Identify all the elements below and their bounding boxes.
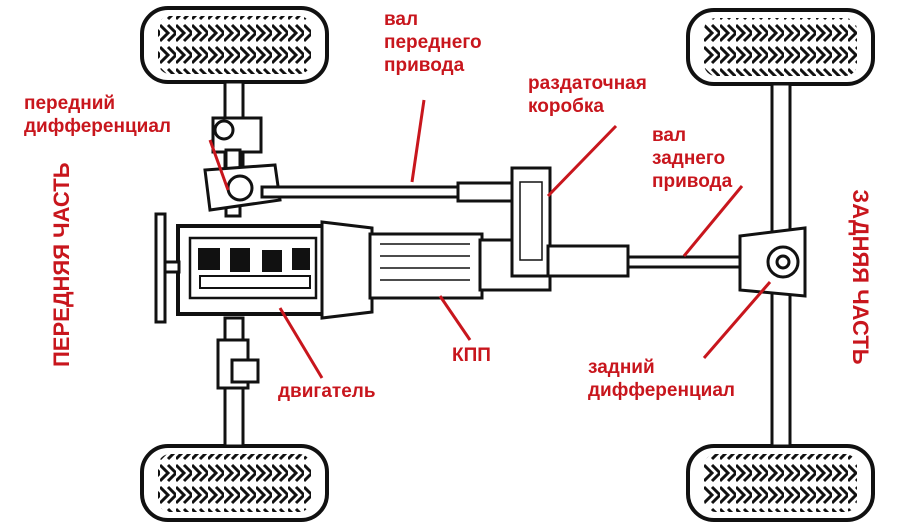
gearbox-label: КПП	[452, 345, 491, 366]
transfer-case-label-line-2: коробка	[528, 96, 604, 117]
rear-drive-shaft-label: вал заднего привода	[652, 124, 732, 193]
front-side-label: ПЕРЕДНЯЯ ЧАСТЬ	[49, 162, 74, 367]
transfer-case-label: раздаточная коробка	[528, 72, 647, 118]
front-drive-shaft	[260, 181, 514, 203]
front-drive-shaft-label: вал переднего привода	[384, 8, 482, 77]
transfer-case	[510, 166, 630, 278]
front-drive-shaft-label-line-3: привода	[384, 55, 465, 76]
front-drive-shaft-label-line-1: вал	[384, 9, 419, 30]
rear-drive-shaft-label-line-1: вал	[652, 125, 687, 146]
rear-differential-label-line-2: дифференциал	[588, 380, 735, 401]
front-differential-label-line-2: дифференциал	[24, 116, 171, 137]
engine-block	[176, 224, 330, 316]
front-differential-label-line-1: передний	[24, 93, 116, 114]
rear-drive-shaft-label-line-2: заднего	[652, 148, 726, 169]
engine-label: двигатель	[278, 381, 376, 402]
front-drive-shaft-label-line-2: переднего	[384, 32, 482, 53]
rear-side-label: ЗАДНЯЯ ЧАСТЬ	[848, 189, 873, 365]
front-left-tire	[140, 6, 329, 84]
transfer-case-label-line-1: раздаточная	[528, 73, 647, 94]
radiator-fan	[154, 212, 181, 324]
front-differential-label: передний дифференциал	[24, 92, 171, 138]
rear-differential-label: задний дифференциал	[588, 356, 735, 402]
rear-axle	[738, 82, 807, 448]
leader-lines	[208, 99, 772, 379]
front-axle	[203, 80, 282, 448]
rear-differential-label-line-1: задний	[588, 357, 655, 378]
rear-drive-shaft-label-line-3: привода	[652, 171, 733, 192]
front-right-tire	[140, 444, 329, 522]
rear-left-tire	[686, 8, 875, 86]
rear-right-tire	[686, 444, 875, 522]
